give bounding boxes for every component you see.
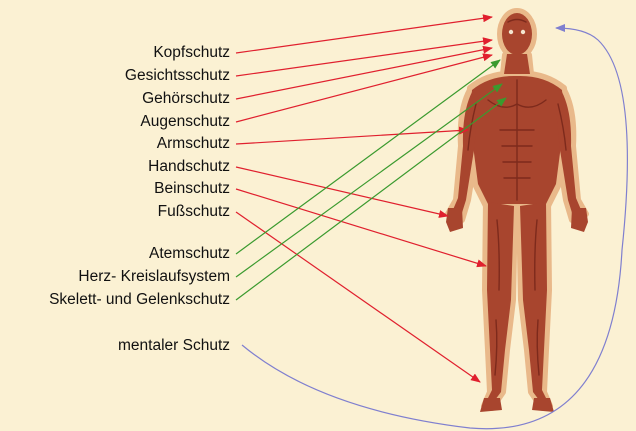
arrow-gesichtsschutz <box>236 40 492 76</box>
arrow-augenschutz <box>236 55 492 122</box>
arrow-mentaler-schutz <box>242 28 627 429</box>
arrow-armschutz <box>236 130 468 144</box>
arrow-gehoerschutz <box>236 48 492 99</box>
arrow-fussschutz <box>236 212 480 382</box>
arrow-kopfschutz <box>236 17 492 53</box>
human-body-figure <box>446 11 588 412</box>
arrow-handschutz <box>236 167 448 216</box>
